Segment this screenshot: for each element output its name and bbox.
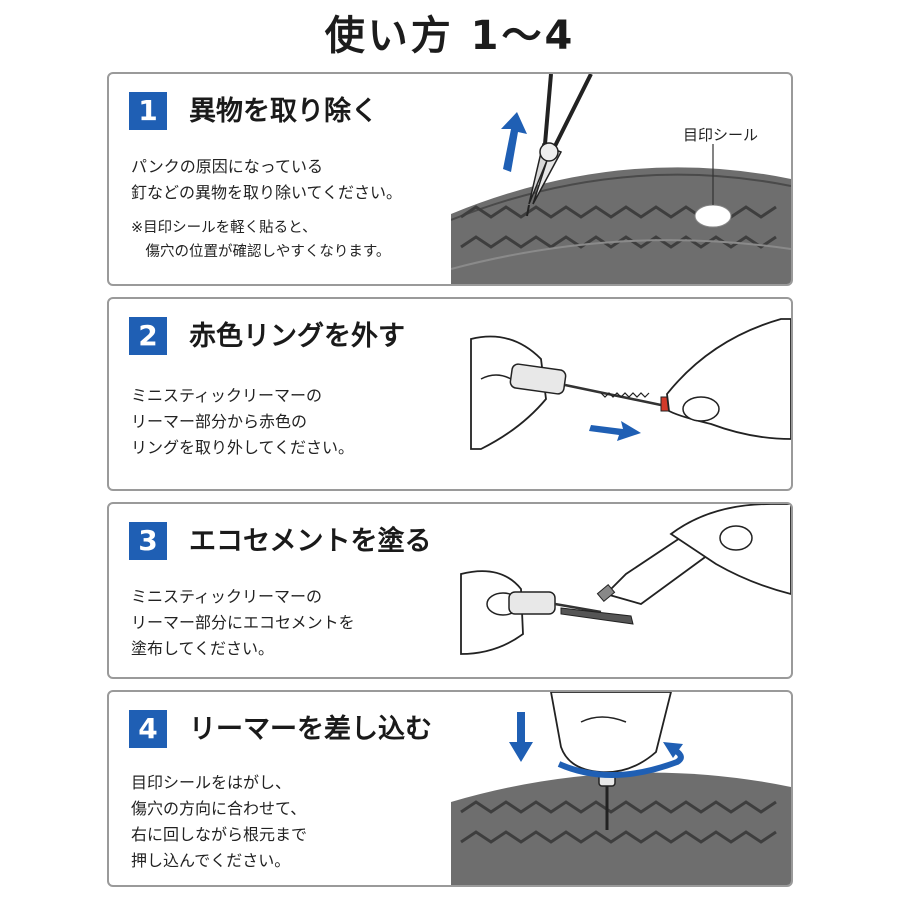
description-line: 右に回しながら根元まで [131, 825, 308, 844]
step-number-badge: 4 [129, 710, 167, 748]
description-line: 釘などの異物を取り除いてください。 [131, 183, 403, 202]
description-line: ミニスティックリーマーの [131, 386, 323, 405]
page-title: 使い方 1～4 [324, 13, 576, 59]
step-number-badge: 3 [129, 522, 167, 560]
up-arrow-icon [501, 112, 527, 172]
step-4-illustration [451, 692, 791, 885]
step-card-2: 2 赤色リングを外す ミニスティックリーマーの リーマー部分から赤色の リングを… [107, 297, 793, 491]
step-1-illustration [451, 74, 791, 284]
step-description: 目印シールをはがし、 傷穴の方向に合わせて、 右に回しながら根元まで 押し込んで… [131, 770, 307, 874]
step-card-3: 3 エコセメントを塗る ミニスティックリーマーの リーマー部分にエコセメントを … [107, 502, 793, 679]
reamer-icon [509, 363, 662, 407]
step-description: パンクの原因になっている 釘などの異物を取り除いてください。 [131, 154, 402, 206]
marker-sticker-label: 目印シール [683, 126, 759, 144]
hand-icon [666, 318, 791, 440]
step-3-illustration [460, 504, 791, 655]
description-line: 押し込んでください。 [131, 851, 291, 870]
rotate-arrow-icon [557, 745, 684, 778]
step-title: エコセメントを塗る [189, 526, 432, 557]
step-description: ミニスティックリーマーの リーマー部分にエコセメントを 塗布してください。 [131, 584, 355, 662]
step-card-1: 1 異物を取り除く パンクの原因になっている 釘などの異物を取り除いてください。… [107, 72, 793, 286]
step-number-badge: 2 [129, 317, 167, 355]
hand-icon [470, 335, 547, 450]
down-arrow-icon [509, 712, 533, 762]
step-description: ミニスティックリーマーの リーマー部分から赤色の リングを取り外してください。 [131, 383, 354, 461]
description-line: ミニスティックリーマーの [131, 587, 323, 606]
description-line: パンクの原因になっている [131, 157, 324, 176]
step-number-badge: 1 [129, 92, 167, 130]
pliers-icon [526, 74, 593, 217]
tire-icon [451, 772, 791, 885]
step-title: 赤色リングを外す [189, 321, 405, 352]
description-line: リーマー部分にエコセメントを [131, 613, 355, 632]
tire-icon [451, 167, 791, 284]
description-line: 目印シールをはがし、 [131, 773, 292, 792]
reamer-icon [508, 591, 634, 625]
marker-sticker [694, 204, 732, 228]
step-card-4: 4 リーマーを差し込む 目印シールをはがし、 傷穴の方向に合わせて、 右に回しな… [107, 690, 793, 887]
hand-icon [669, 504, 791, 595]
step-2-illustration [470, 318, 791, 450]
description-line: 傷穴の方向に合わせて、 [131, 799, 307, 818]
description-line: 塗布してください。 [131, 639, 275, 658]
note-line: 傷穴の位置が確認しやすくなります。 [131, 244, 391, 260]
note-line: ※目印シールを軽く貼ると、 [131, 220, 317, 236]
step-title: 異物を取り除く [189, 96, 378, 127]
hand-icon [550, 692, 672, 774]
step-note: ※目印シールを軽く貼ると、 傷穴の位置が確認しやすくなります。 [131, 216, 390, 264]
right-arrow-icon [589, 421, 641, 441]
step-title: リーマーを差し込む [189, 714, 432, 745]
description-line: リングを取り外してください。 [131, 438, 355, 457]
description-line: リーマー部分から赤色の [131, 412, 308, 431]
